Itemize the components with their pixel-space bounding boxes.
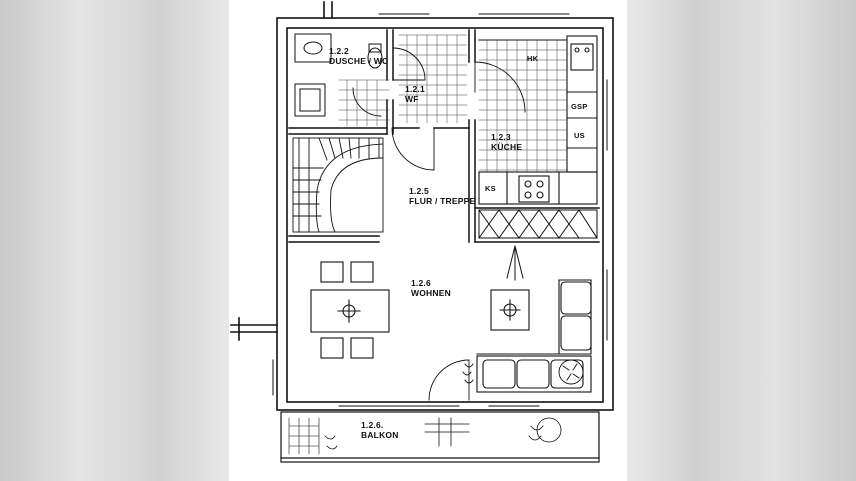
room-number: 1.2.5 xyxy=(409,186,429,196)
room-label-wohnen: 1.2.6 WOHNEN xyxy=(411,278,451,298)
doors xyxy=(352,47,526,401)
windows xyxy=(272,13,614,407)
floor-plan-drawing xyxy=(230,1,614,463)
floor-plan-sheet: 1.2.2 DUSCHE / WC 1.2.1 WF 1.2.3 KÜCHE 1… xyxy=(229,0,627,481)
bathroom-fixtures xyxy=(294,33,383,117)
room-label-dusche-wc: 1.2.2 DUSCHE / WC xyxy=(329,46,388,66)
plants xyxy=(462,359,584,385)
dining-set xyxy=(310,261,390,359)
room-name: KÜCHE xyxy=(491,142,523,152)
sideboard xyxy=(478,209,598,281)
fixture-label-us: US xyxy=(574,131,585,140)
blurred-background-left xyxy=(0,0,229,481)
room-label-flur-treppe: 1.2.5 FLUR / TREPPE xyxy=(409,186,475,206)
kitchen-units xyxy=(478,35,598,205)
room-name: BALKON xyxy=(361,430,399,440)
room-number: 1.2.6. xyxy=(361,420,384,430)
fixture-label-hk: HK xyxy=(527,54,539,63)
room-label-wf: 1.2.1 WF xyxy=(405,84,425,104)
room-label-kueche: 1.2.3 KÜCHE xyxy=(491,132,522,152)
staircase xyxy=(292,137,384,233)
room-number: 1.2.2 xyxy=(329,46,349,56)
balcony xyxy=(280,411,600,463)
room-name: DUSCHE / WC xyxy=(329,56,389,66)
blurred-background-right xyxy=(627,0,856,481)
interior-walls xyxy=(288,29,600,243)
room-label-balkon: 1.2.6. BALKON xyxy=(361,420,399,440)
sofa xyxy=(476,279,592,393)
room-number: 1.2.6 xyxy=(411,278,431,288)
coffee-table xyxy=(490,289,530,331)
room-name: FLUR / TREPPE xyxy=(409,196,476,206)
exterior-walls xyxy=(230,1,614,411)
fixture-label-ks: KS xyxy=(485,184,496,193)
fixture-label-gsp: GSP xyxy=(571,102,588,111)
room-number: 1.2.3 xyxy=(491,132,511,142)
room-name: WF xyxy=(405,94,419,104)
room-name: WOHNEN xyxy=(411,288,451,298)
room-number: 1.2.1 xyxy=(405,84,425,94)
